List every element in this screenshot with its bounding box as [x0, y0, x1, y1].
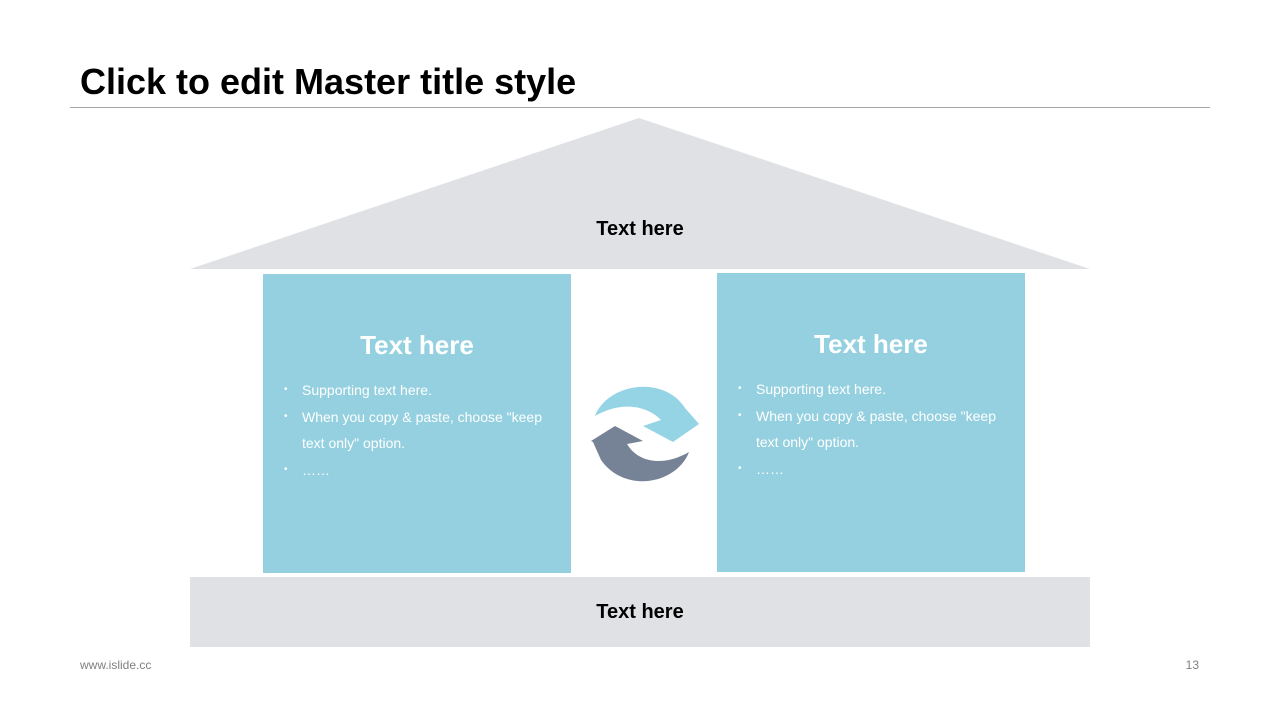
bullet-item: Supporting text here.	[284, 377, 561, 404]
slide-title: Click to edit Master title style	[80, 61, 577, 102]
page-number: 13	[1185, 658, 1199, 672]
roof-label: Text here	[596, 218, 684, 240]
footer-website: www.islide.cc	[80, 658, 152, 672]
refresh-cycle-icon	[591, 386, 699, 482]
bullet-item: Supporting text here.	[738, 376, 1015, 403]
left-pillar-bullets: Supporting text here. When you copy & pa…	[273, 377, 561, 483]
bullet-item: ……	[284, 457, 561, 484]
bullet-item: ……	[738, 456, 1015, 483]
bullet-item: When you copy & paste, choose "keep text…	[284, 404, 561, 457]
right-pillar-heading: Text here	[814, 329, 928, 359]
roof-shape	[190, 118, 1090, 269]
bullet-item: When you copy & paste, choose "keep text…	[738, 403, 1015, 456]
left-pillar-heading: Text here	[360, 330, 474, 360]
base-label: Text here	[596, 601, 684, 623]
right-pillar-bullets: Supporting text here. When you copy & pa…	[727, 376, 1015, 482]
right-pillar: Text here Supporting text here. When you…	[717, 273, 1025, 572]
title-divider	[70, 107, 1210, 108]
base-bar: Text here	[190, 577, 1090, 647]
left-pillar: Text here Supporting text here. When you…	[263, 274, 571, 573]
